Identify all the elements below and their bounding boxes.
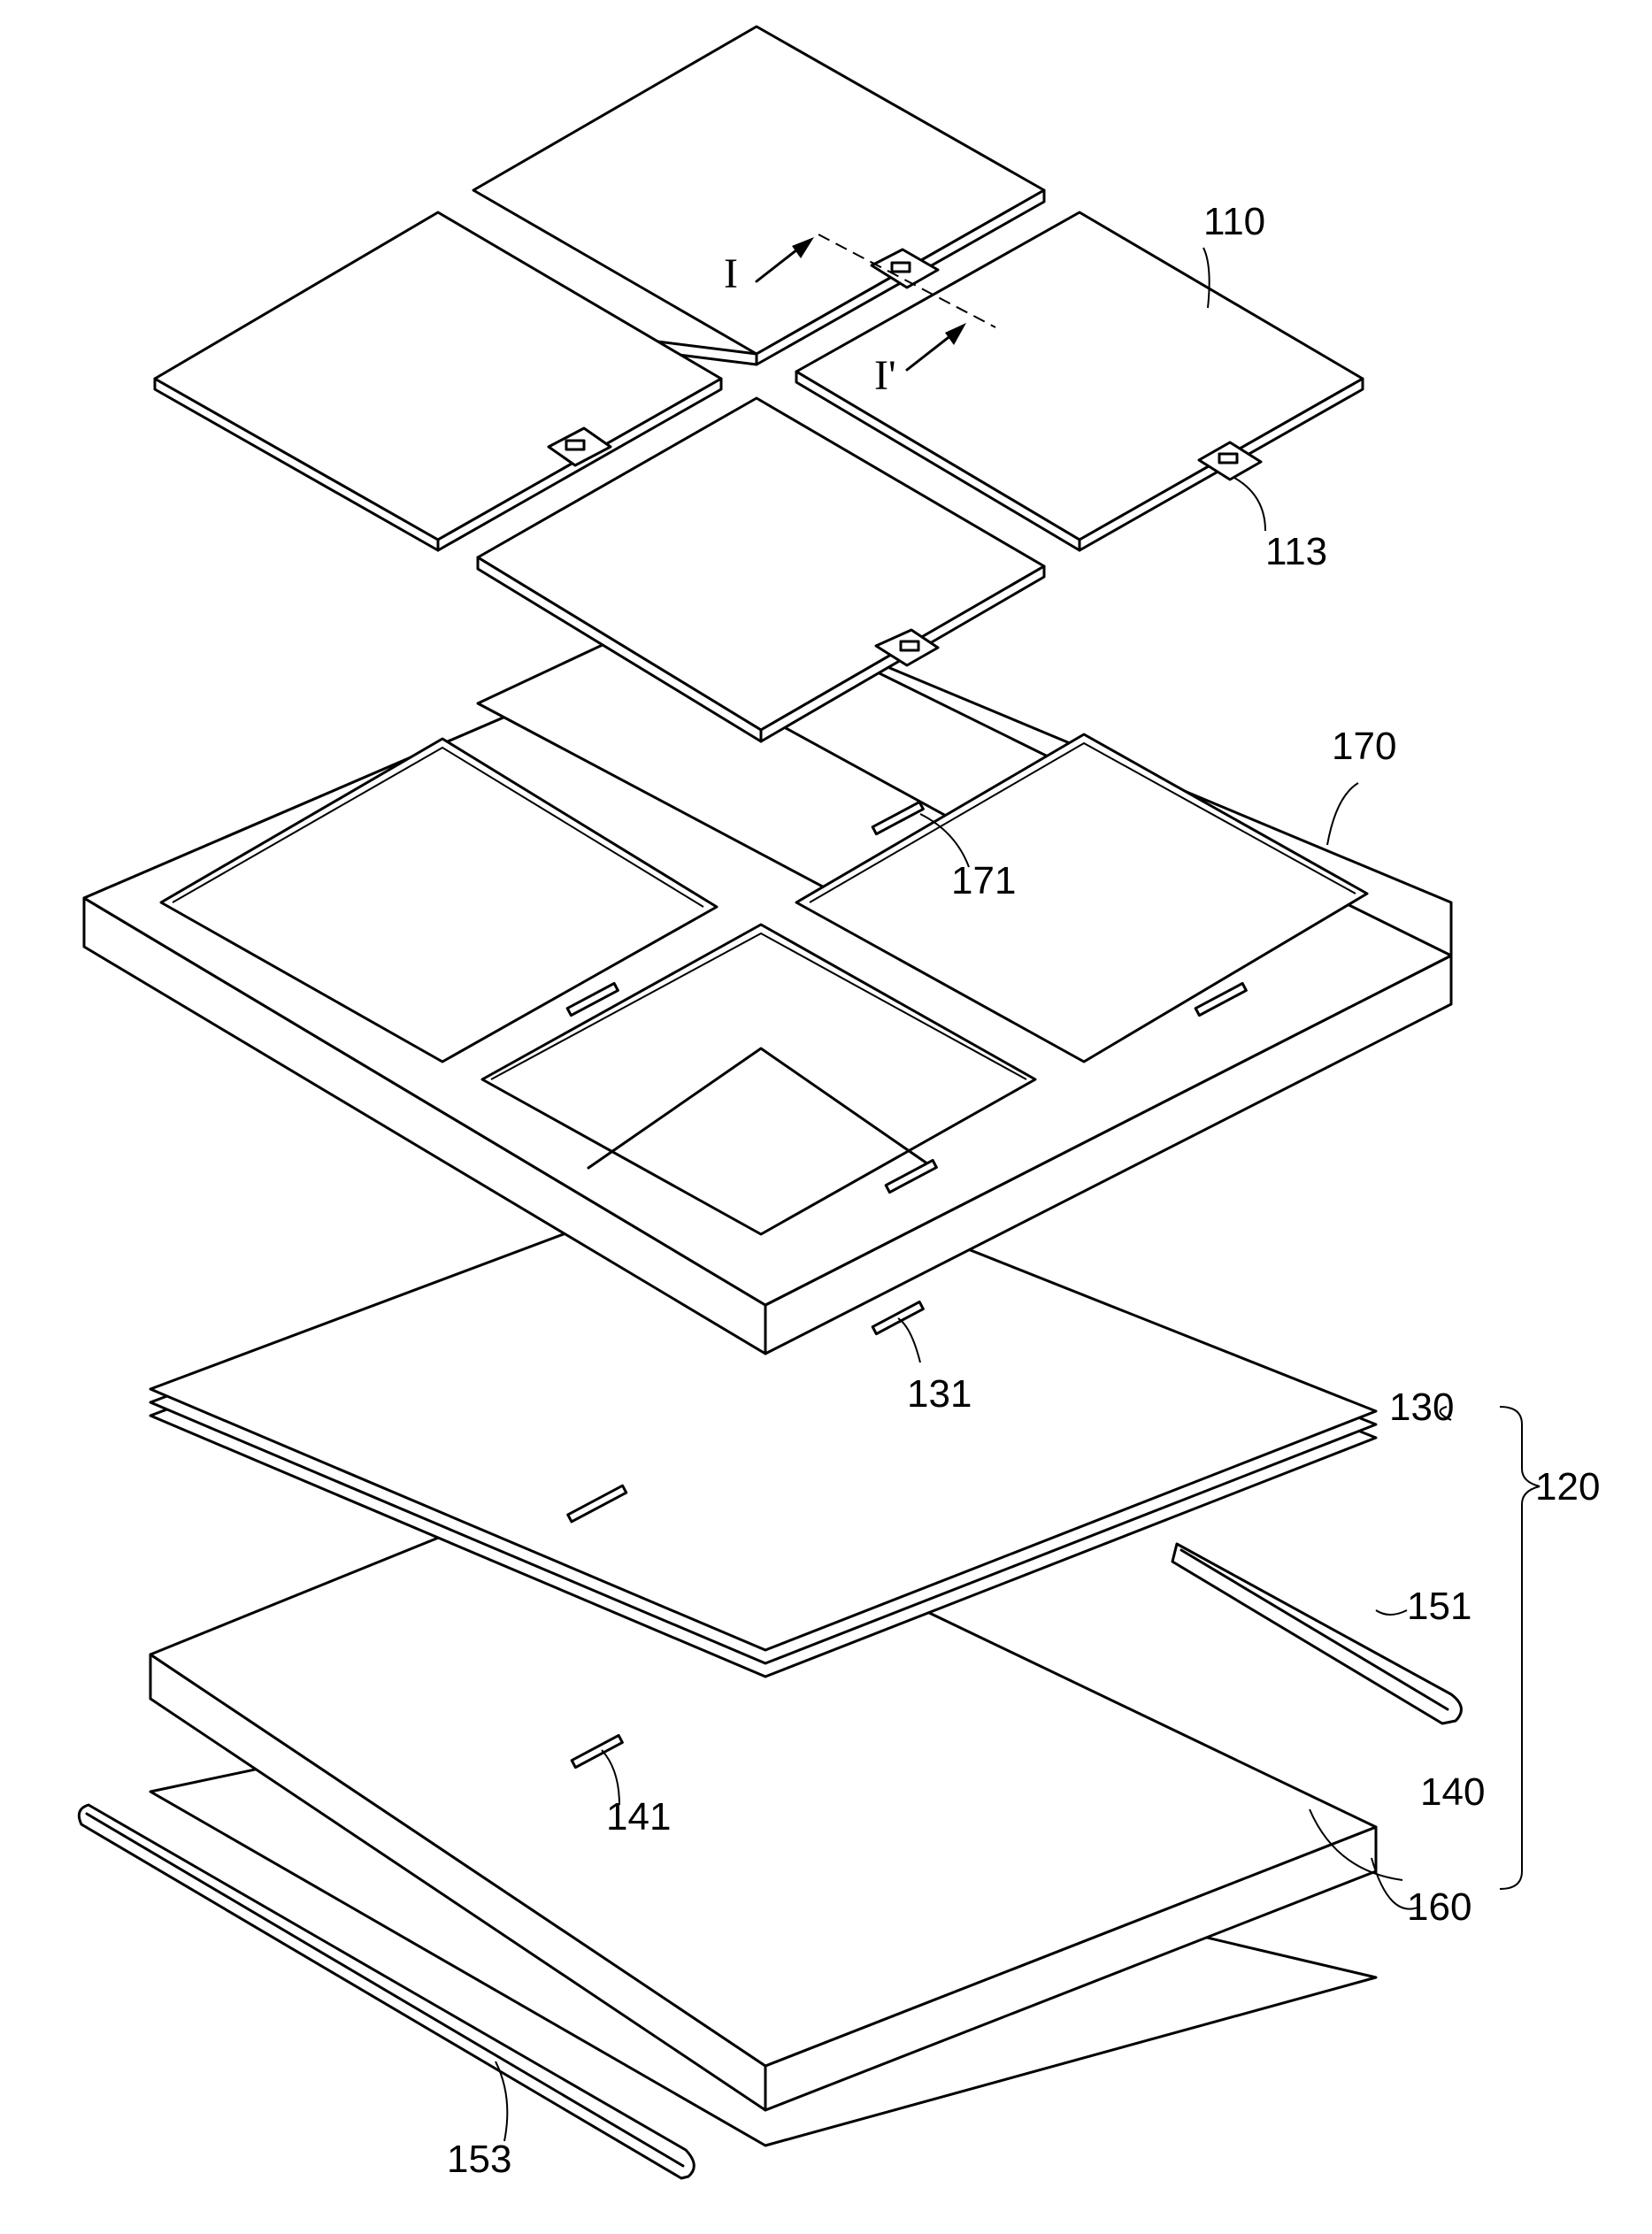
label-120: 120 — [1535, 1465, 1600, 1509]
label-153: 153 — [447, 2138, 511, 2181]
assembly-bracket — [1500, 1407, 1540, 1889]
label-113: 113 — [1265, 530, 1327, 573]
section-end-label: I' — [874, 352, 896, 399]
label-141: 141 — [606, 1795, 671, 1839]
label-170: 170 — [1332, 725, 1396, 768]
label-140: 140 — [1420, 1770, 1485, 1814]
pipe-151 — [1172, 1544, 1461, 1723]
label-131: 131 — [907, 1372, 972, 1416]
label-171: 171 — [951, 859, 1016, 902]
section-start-label: I — [724, 250, 738, 297]
label-151: 151 — [1407, 1585, 1471, 1628]
label-110: 110 — [1203, 200, 1265, 243]
label-160: 160 — [1407, 1885, 1471, 1929]
label-130: 130 — [1389, 1386, 1454, 1429]
